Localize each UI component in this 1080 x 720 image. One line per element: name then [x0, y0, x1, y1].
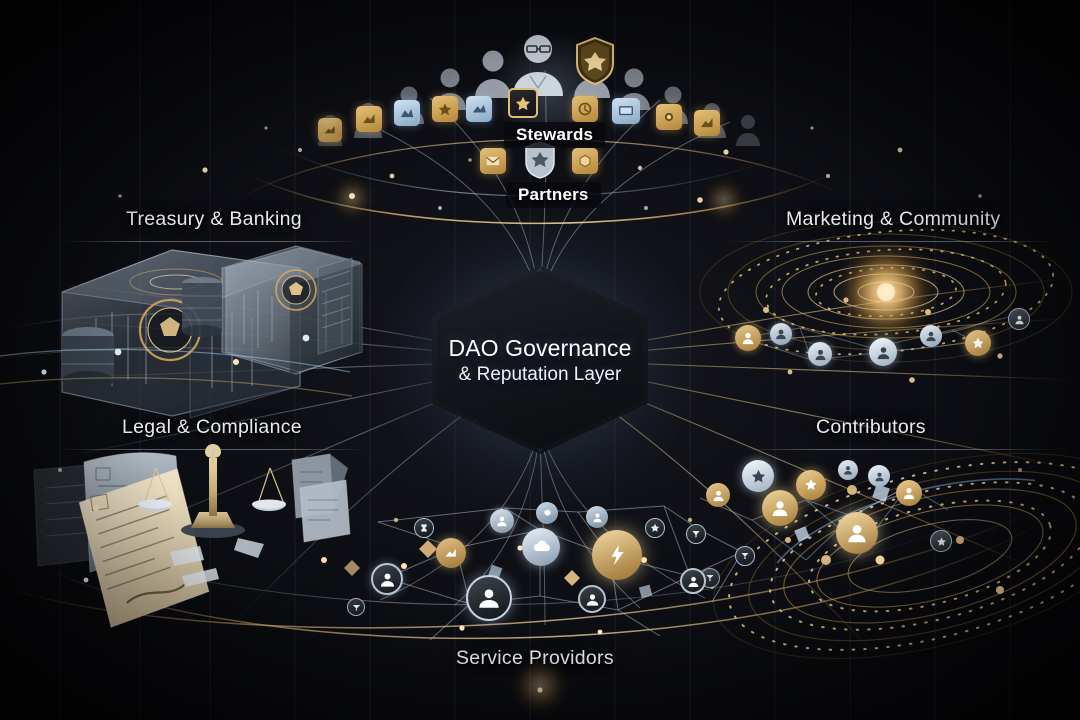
hexagon-title-line1: DAO Governance [448, 334, 632, 361]
hexagon-label: DAO Governance & Reputation Layer [432, 266, 648, 454]
central-hexagon-node[interactable]: DAO Governance & Reputation Layer [432, 266, 648, 454]
hexagon-title-line2: & Reputation Layer [458, 363, 622, 385]
